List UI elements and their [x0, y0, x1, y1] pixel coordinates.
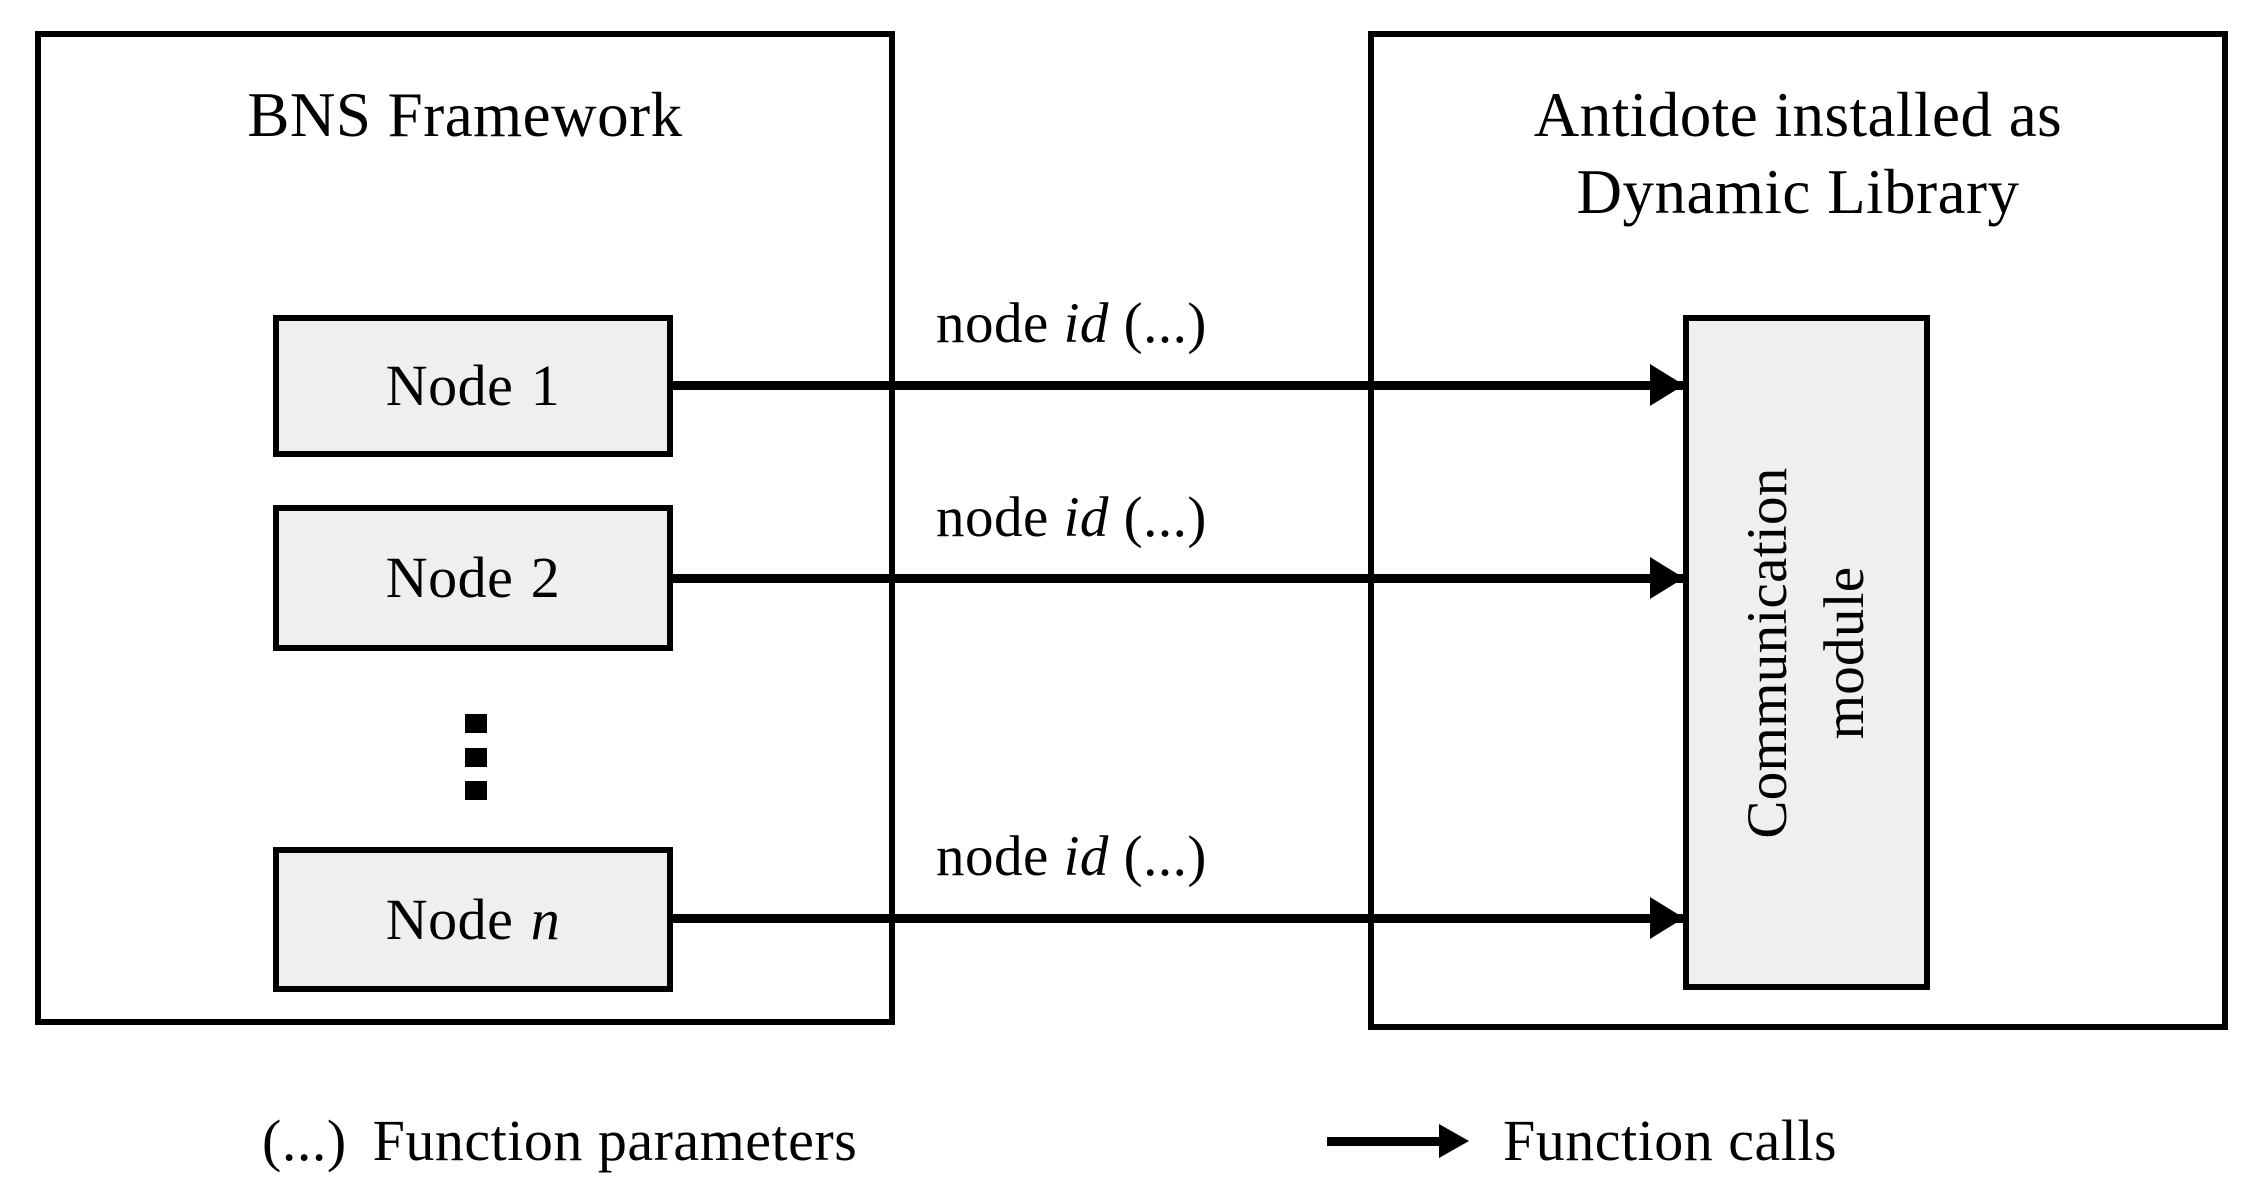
call-label-1-prefix: node [936, 292, 1049, 355]
communication-module-box[interactable]: Communication module [1683, 315, 1930, 990]
arrow-shaft [1327, 1137, 1447, 1146]
call-label-node-2: node id (...) [936, 489, 1207, 546]
call-label-1-id: id [1063, 292, 1109, 355]
legend-calls-text: Function calls [1503, 1108, 1838, 1173]
legend-item-function-parameters: (...) Function parameters [262, 1112, 857, 1170]
call-label-3-id: id [1063, 825, 1109, 888]
node-n-index: n [530, 886, 561, 952]
arrow-head-icon [1650, 557, 1684, 599]
legend-parameters-text: Function parameters [372, 1108, 858, 1173]
ellipsis-dot [465, 714, 487, 733]
vertical-ellipsis-icon [465, 714, 487, 800]
arrow-head-icon [1650, 897, 1684, 939]
connector-line-node-n [673, 914, 1686, 923]
call-label-node-1: node id (...) [936, 295, 1207, 352]
bns-framework-title: BNS Framework [247, 80, 683, 150]
ellipsis-dot [465, 747, 487, 767]
node-box-n[interactable]: Node n [273, 847, 673, 992]
connector-line-node-2 [673, 574, 1686, 583]
ellipsis-dot [465, 781, 487, 800]
node-box-1[interactable]: Node 1 [273, 315, 673, 457]
call-label-node-n: node id (...) [936, 828, 1207, 885]
communication-module-label: Communication module [1735, 466, 1876, 839]
call-label-1-suffix: (...) [1123, 292, 1207, 355]
node-1-index: 1 [530, 353, 561, 418]
call-label-2-prefix: node [936, 486, 1049, 549]
antidote-panel-title: Antidote installed as Dynamic Library [1533, 80, 2063, 227]
arrow-head-icon [1650, 364, 1684, 406]
node-1-label: Node [385, 353, 514, 418]
diagram-legend: (...) Function parameters Function calls [0, 1098, 2265, 1198]
call-label-2-suffix: (...) [1123, 486, 1207, 549]
call-label-3-prefix: node [936, 825, 1049, 888]
arrow-tip [1439, 1124, 1469, 1158]
call-label-3-suffix: (...) [1123, 825, 1207, 888]
legend-parentheses-key: (...) [262, 1108, 347, 1173]
arrow-right-icon [1327, 1121, 1477, 1161]
legend-item-function-calls: Function calls [1327, 1112, 1837, 1170]
node-2-label: Node [385, 545, 514, 610]
call-label-2-id: id [1063, 486, 1109, 549]
node-box-2[interactable]: Node 2 [273, 505, 673, 651]
node-2-index: 2 [530, 545, 561, 610]
node-n-label: Node [385, 886, 514, 952]
connector-line-node-1 [673, 381, 1686, 390]
